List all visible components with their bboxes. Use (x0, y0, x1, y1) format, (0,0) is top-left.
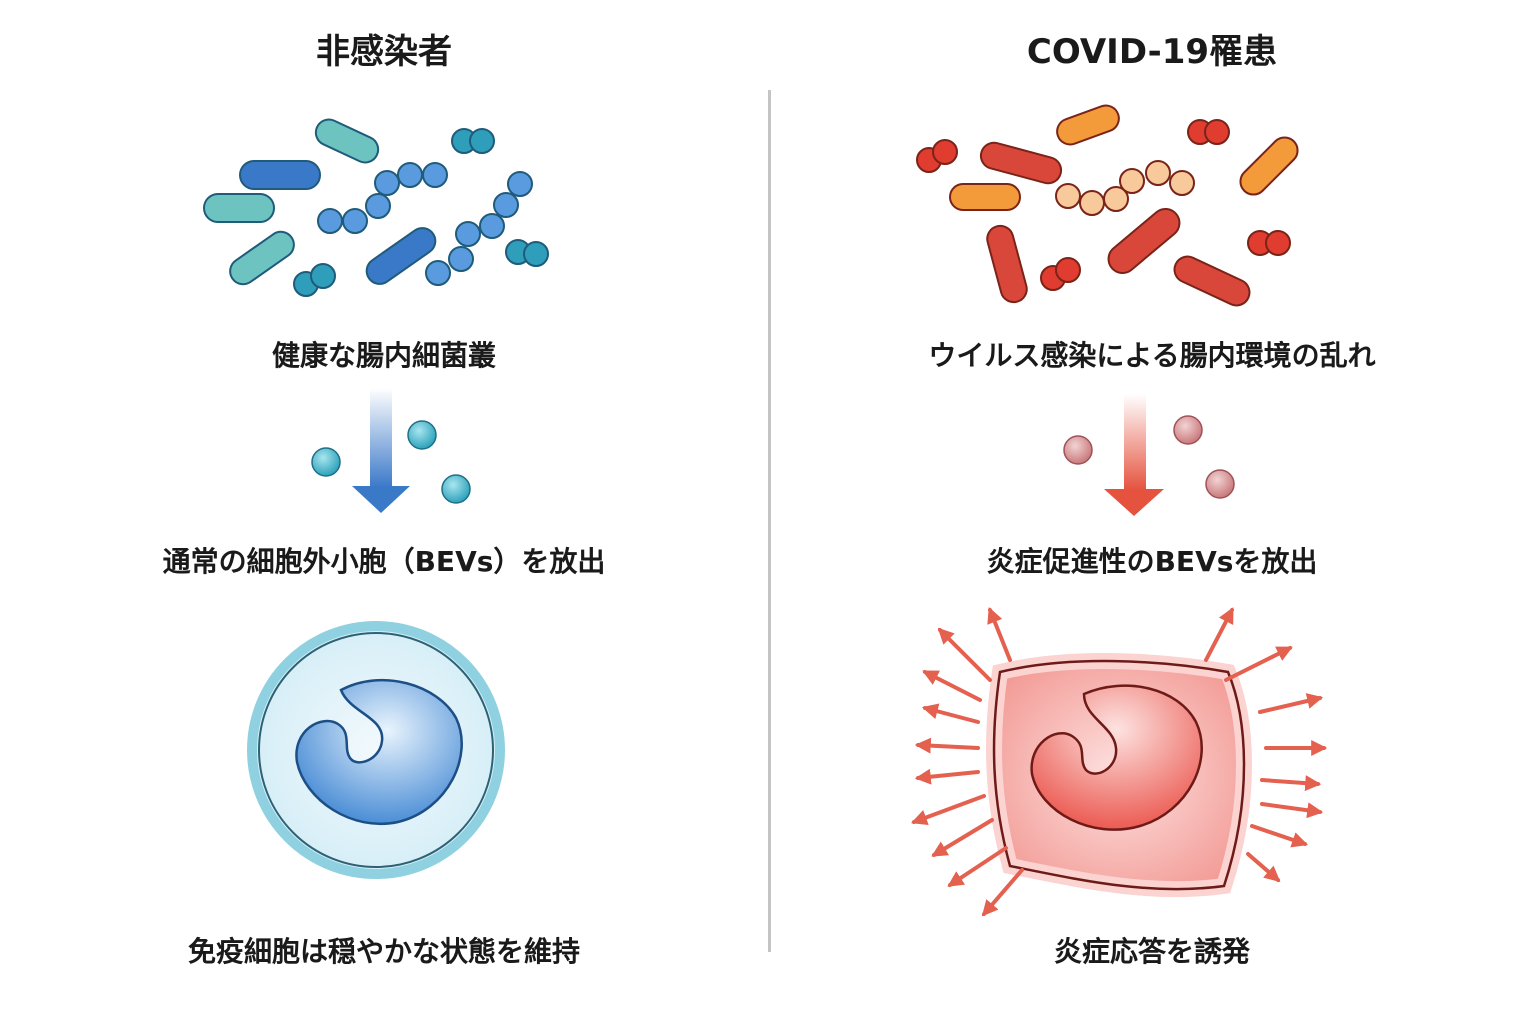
left-microbiome-caption: 健康な腸内細菌叢 (271, 339, 496, 372)
dysbiotic-bacteria-cluster-icon (916, 104, 1299, 307)
left-panel-title: 非感染者 (316, 32, 452, 72)
healthy-bacteria-cluster-icon (203, 118, 549, 297)
right-release-arrow-icon (1104, 394, 1164, 516)
right-release-caption: 炎症促進性のBEVsを放出 (986, 545, 1318, 578)
left-immune-caption: 免疫細胞は穏やかな状態を維持 (187, 935, 580, 968)
panel-divider (768, 90, 771, 952)
right-immune-caption: 炎症応答を誘発 (1053, 935, 1250, 968)
inflammation-arrows-icon (911, 607, 1328, 917)
activated-immune-cell-icon (986, 653, 1252, 898)
calm-immune-cell-icon (247, 621, 505, 879)
right-microbiome-caption: ウイルス感染による腸内環境の乱れ (928, 339, 1376, 372)
left-release-arrow-icon (352, 388, 410, 513)
left-release-caption: 通常の細胞外小胞（BEVs）を放出 (162, 545, 606, 578)
vesicle-icon (311, 420, 471, 504)
inflammatory-vesicle-icon (1063, 415, 1235, 499)
right-panel-title: COVID-19罹患 (1026, 32, 1278, 72)
